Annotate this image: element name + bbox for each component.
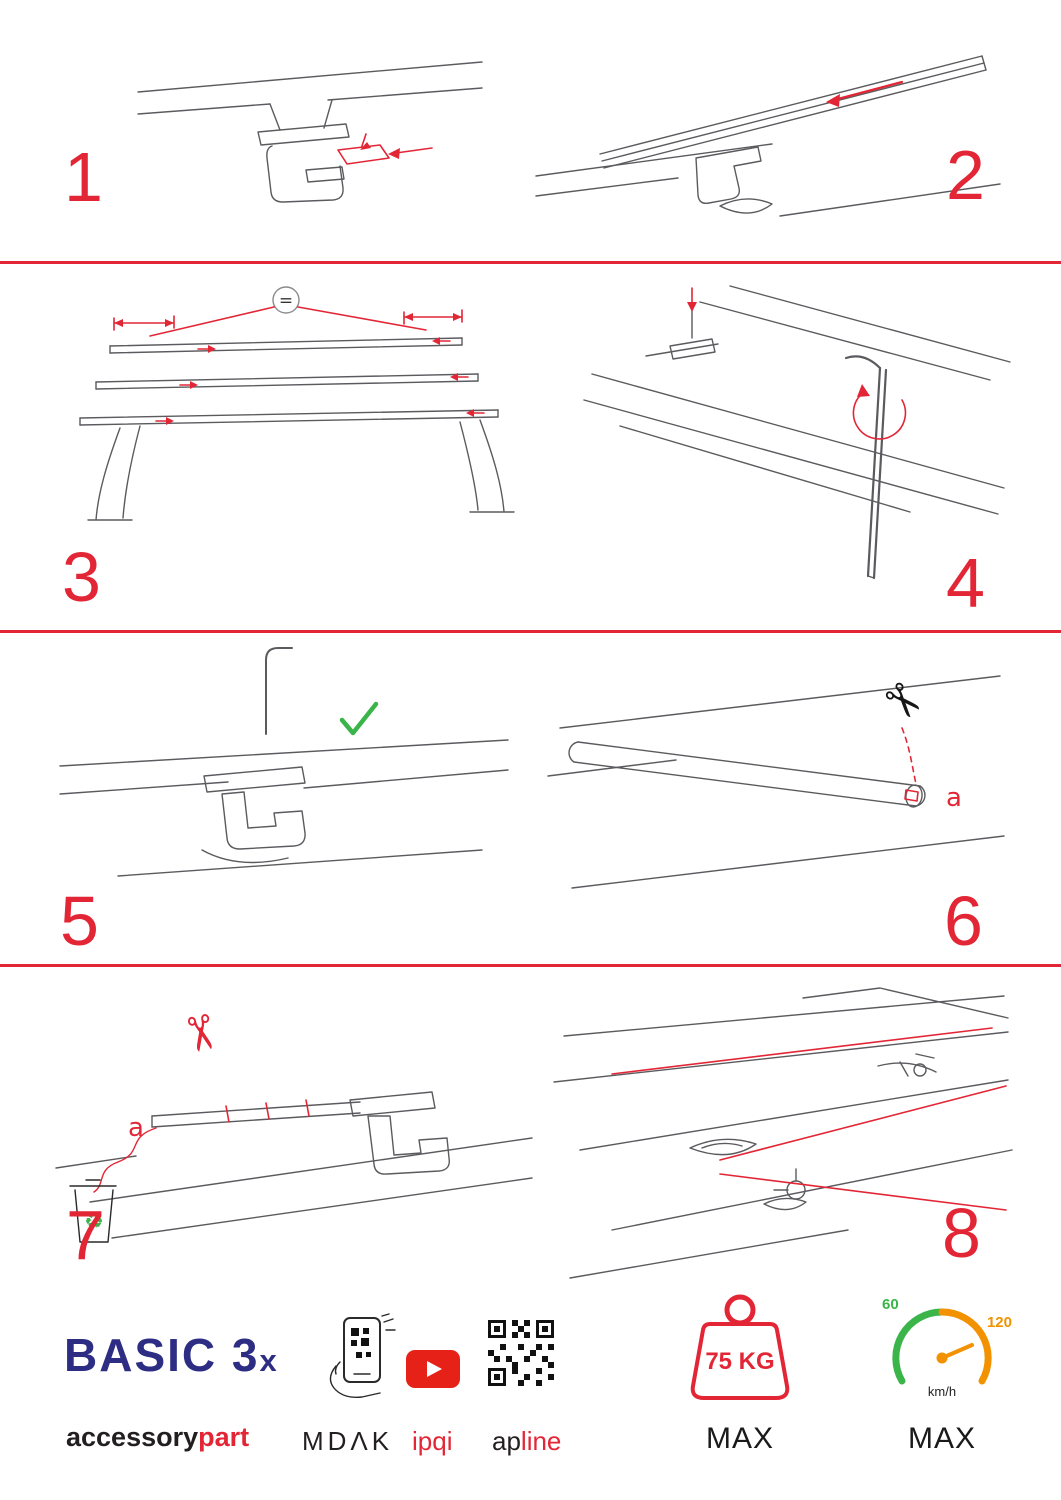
phone-qr-pixels: [351, 1328, 371, 1358]
apline-ap: ap: [492, 1426, 521, 1456]
weight-icon: [690, 1294, 790, 1400]
qr-code: [488, 1320, 554, 1386]
cut-marks: [225, 1099, 310, 1123]
roof-profile: [137, 61, 483, 203]
step-5-illustration: [52, 636, 522, 894]
strip-label: a: [128, 1113, 144, 1143]
step-6-illustration: ✂ a: [547, 644, 1016, 916]
speed-max-label: MAX: [907, 1422, 976, 1455]
step-number-5: 5: [60, 882, 99, 960]
step-number-1: 1: [64, 138, 103, 216]
brand-accessorypart: accessorypart: [66, 1424, 249, 1451]
rotate-arrow: [852, 384, 907, 440]
allen-key-drawing: [583, 285, 1011, 580]
youtube-icon: [406, 1350, 460, 1388]
scissors-icon: ✂: [870, 669, 936, 734]
slide-arrow: [826, 80, 904, 107]
insert-arrow: [687, 287, 697, 312]
scissors-icon: ✂: [168, 1008, 231, 1059]
step-3-illustration: =: [52, 278, 538, 536]
step-number-2: 2: [946, 136, 985, 214]
product-name: BASIC 3: [64, 1329, 260, 1381]
brand-apline: apline: [492, 1428, 561, 1454]
step-7-illustration: ✂ ♻ a: [48, 986, 540, 1258]
step-number-7: 7: [66, 1196, 105, 1274]
apline-line: line: [520, 1426, 562, 1456]
section-divider-3: [0, 964, 1061, 967]
qr-data-modules: [488, 1320, 554, 1386]
bar-slide-drawing: [535, 55, 1001, 217]
equal-label: =: [279, 291, 293, 311]
strip-cut-drawing: ✂ ♻ a: [55, 1008, 533, 1243]
end-insert: [904, 789, 919, 802]
speedometer-icon: [892, 1308, 992, 1385]
speed-high-label: 120: [986, 1314, 1012, 1331]
step-1-illustration: [130, 48, 490, 243]
check-icon: [339, 701, 379, 736]
final-assembly-drawing: [553, 987, 1013, 1279]
product-suffix: x: [259, 1343, 279, 1378]
brand-part: part: [198, 1422, 250, 1452]
step-8-illustration: [548, 978, 1020, 1296]
speed-unit-label: km/h: [927, 1384, 957, 1399]
step-number-8: 8: [942, 1194, 981, 1272]
brand-mdak: MDΛK: [302, 1426, 394, 1456]
alignment-lines: [611, 1027, 1007, 1211]
brand-ipqi: ipqi: [412, 1426, 453, 1456]
qr-finder-patterns: [488, 1320, 554, 1386]
cut-label: a: [946, 783, 962, 813]
section-divider-1: [0, 261, 1061, 264]
max-speed-badge: 60 120 km/h MAX: [872, 1292, 1012, 1462]
step-4-illustration: [580, 276, 1016, 628]
discard-line: [93, 1127, 157, 1193]
product-logo: BASIC 3x: [64, 1332, 279, 1378]
trash-recycle-icon: ♻: [69, 1179, 117, 1243]
max-weight-badge: 75 KG MAX: [670, 1292, 810, 1462]
brand-accessory: accessory: [66, 1422, 199, 1452]
step-number-3: 3: [62, 538, 101, 616]
bar-cut-drawing: ✂ a: [547, 669, 1005, 889]
rack-alignment-drawing: =: [79, 286, 515, 521]
section-divider-2: [0, 630, 1061, 633]
alignment-guides: [113, 306, 485, 425]
step-number-6: 6: [944, 882, 983, 960]
weight-max-label: MAX: [705, 1422, 774, 1455]
speed-low-label: 60: [882, 1296, 899, 1313]
scan-phone-icon: [314, 1312, 396, 1406]
roof-clamp-drawing: [137, 61, 483, 203]
cut-guide-line: [901, 727, 917, 785]
step-2-illustration: [528, 24, 1006, 242]
clamp-check-drawing: [59, 647, 509, 877]
weight-value: 75 KG: [705, 1348, 775, 1375]
recycle-glyph: ♻: [84, 1209, 104, 1234]
insert-pad-arrows: [337, 133, 433, 165]
step-number-4: 4: [946, 544, 985, 622]
